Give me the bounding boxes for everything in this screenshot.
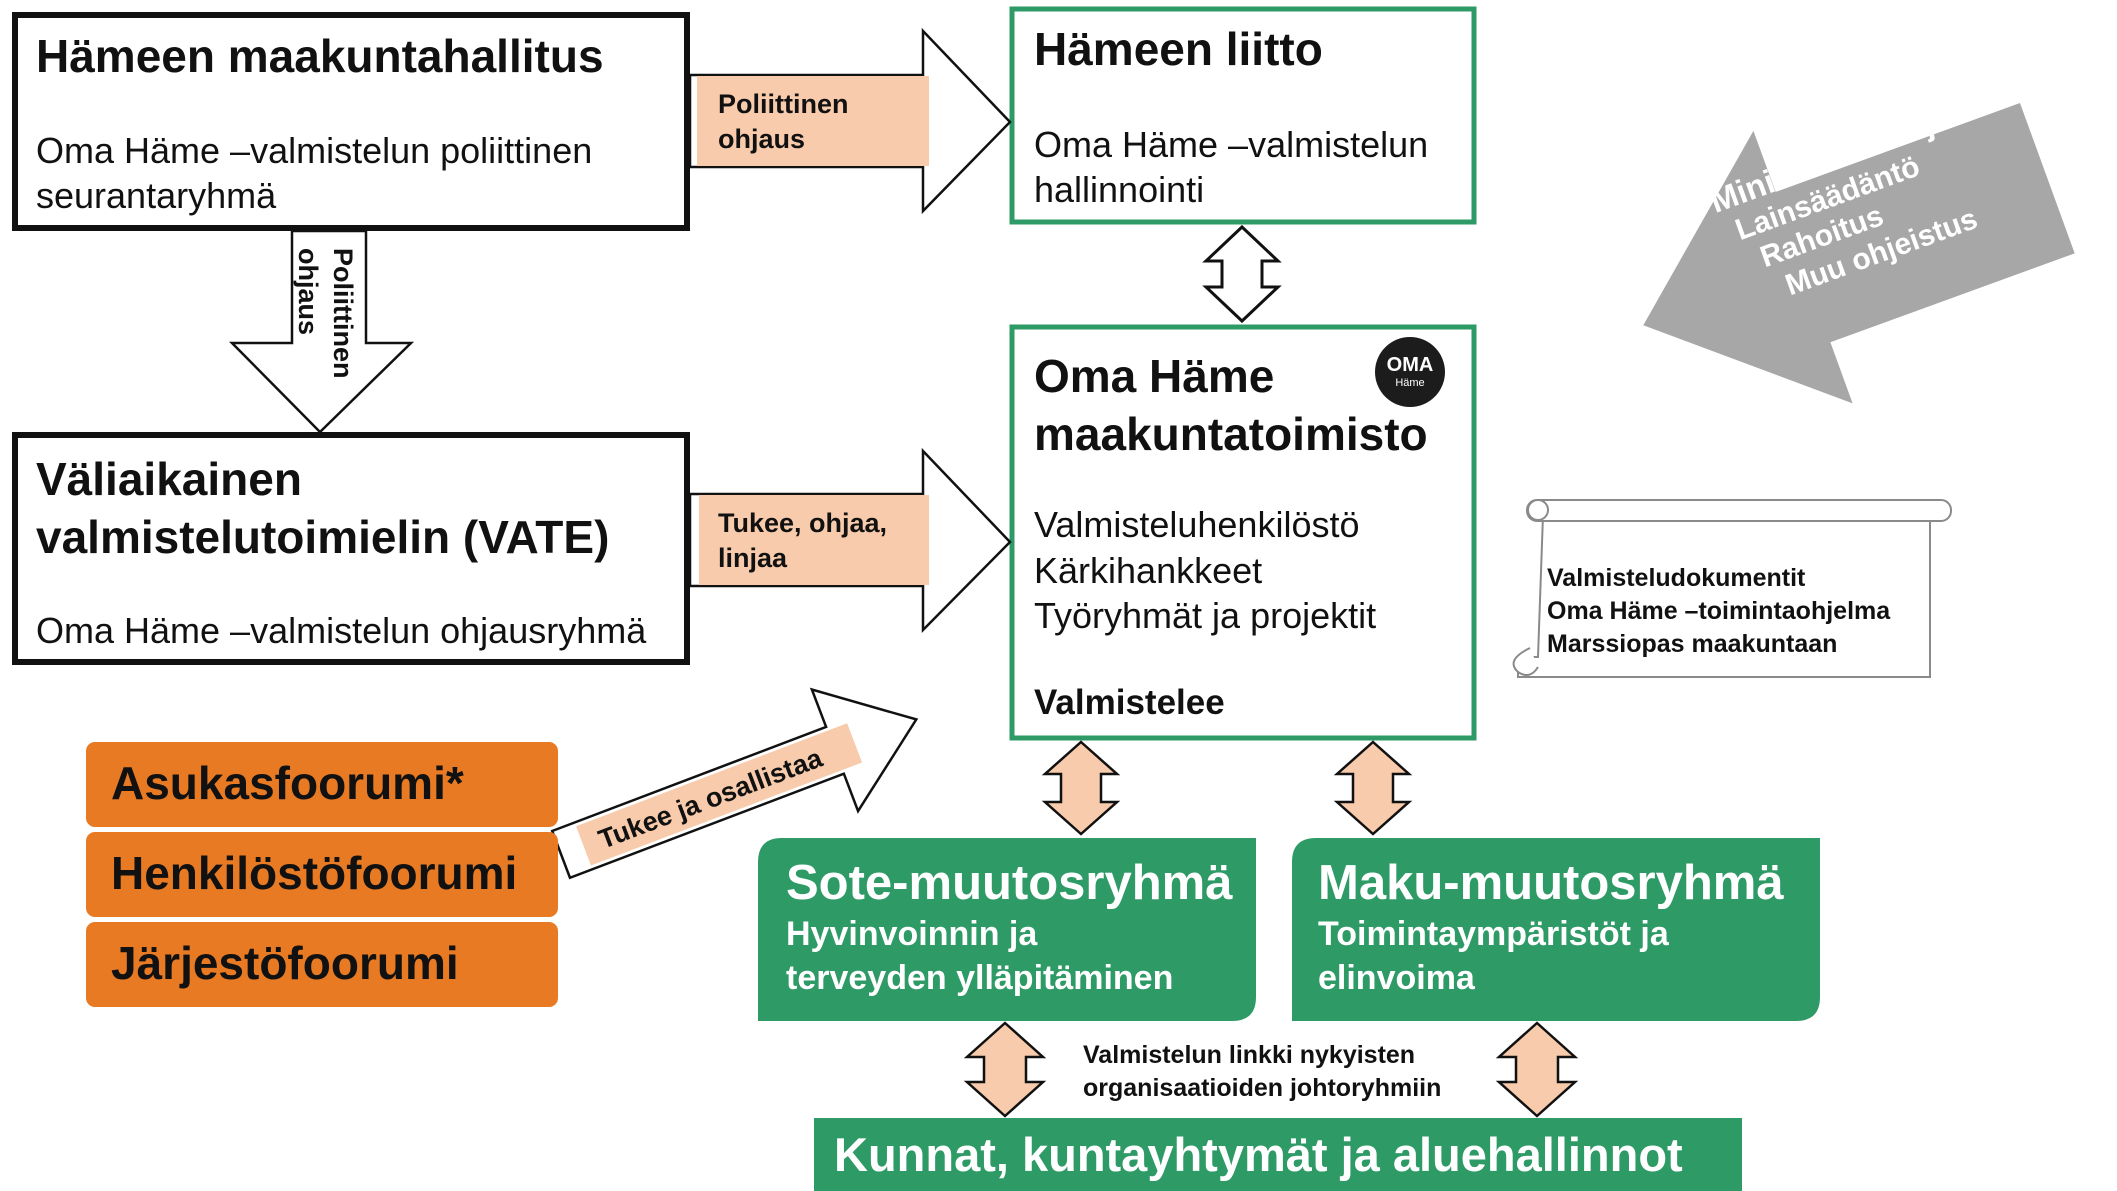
hameen-maakuntahallitus-desc: Oma Häme –valmistelun poliittinen seuran… <box>36 128 592 219</box>
maakuntatoimisto-title: Oma Häme maakuntatoimisto <box>1034 347 1428 464</box>
maku-kunnat-double-arrow <box>1495 1021 1579 1118</box>
kunnat-title: Kunnat, kuntayhtymät ja aluehallinnot <box>834 1128 1683 1181</box>
jarjestofoorumi-label: Järjestöfoorumi <box>111 937 459 989</box>
hameen-liitto-box <box>1009 6 1477 225</box>
sote-title: Sote-muutosryhmä <box>786 856 1233 910</box>
poliittinen-ohjaus-down-label: Poliittinen ohjaus <box>290 248 360 379</box>
poliittinen-ohjaus-label-line: Poliittinen <box>718 89 849 119</box>
scroll-line: Oma Häme –toimintaohjelma <box>1547 597 1891 625</box>
maakuntatoimisto-footer: Valmistelee <box>1034 683 1225 722</box>
tukee-ohjaa-linjaa-label-line: linjaa <box>718 543 788 574</box>
tukee-ohjaa-linjaa-label: Tukee, ohjaa, linjaa <box>718 506 887 576</box>
poliittinen-ohjaus-label-bg <box>697 76 929 166</box>
oma-hame-logo-sub: Häme <box>1395 377 1425 389</box>
sote-sub-line: Hyvinvoinnin ja <box>786 915 1038 953</box>
poliittinen-ohjaus-label-line: ohjaus <box>718 124 806 155</box>
hameen-maakuntahallitus-title: Hämeen maakuntahallitus <box>36 30 604 82</box>
scroll-line: Valmisteludokumentit <box>1547 564 1806 592</box>
oma-hame-logo <box>1375 337 1445 407</box>
hameen-liitto-desc-line: Oma Häme –valmistelun <box>1034 124 1429 165</box>
scroll-shape <box>1512 499 1952 678</box>
hameen-maakuntahallitus-desc-line: Oma Häme –valmistelun poliittinen <box>36 130 593 171</box>
scroll-line: Marssiopas maakuntaan <box>1547 630 1838 658</box>
tukee-ohjaa-linjaa-label-line: Tukee, ohjaa, <box>718 508 888 538</box>
vate-title-line: valmistelutoimielin (VATE) <box>36 511 610 564</box>
maku-sub-line: elinvoima <box>1318 959 1475 998</box>
maakuntatoimisto-items: Valmisteluhenkilöstö Kärkihankkeet Työry… <box>1034 502 1376 639</box>
maakuntatoimisto-title-line: Oma Häme <box>1034 350 1275 402</box>
vate-title-line: Väliaikainen <box>36 453 302 505</box>
toimisto-sote-double-arrow <box>1041 740 1121 836</box>
tukee-ohjaa-linjaa-label-bg <box>699 495 929 585</box>
link-note-line: organisaatioiden johtoryhmiin <box>1083 1074 1442 1102</box>
vate-desc: Oma Häme –valmistelun ohjausryhmä <box>36 610 647 651</box>
asukasfoorumi-box <box>86 742 558 827</box>
liitto-toimisto-double-arrow <box>1202 224 1282 324</box>
poliittinen-ohjaus-down-label-line: Poliittinen <box>328 248 358 379</box>
scroll-text: Valmisteludokumentit Oma Häme –toimintao… <box>1547 562 1890 661</box>
maakuntatoimisto-title-line: maakuntatoimisto <box>1034 408 1428 461</box>
jarjestofoorumi-box <box>86 922 558 1007</box>
poliittinen-ohjaus-down-label-line: ohjaus <box>292 248 323 336</box>
maku-title: Maku-muutosryhmä <box>1318 856 1784 910</box>
sote-sub-line: terveyden ylläpitäminen <box>786 959 1174 998</box>
vate-title: Väliaikainen valmistelutoimielin (VATE) <box>36 450 609 567</box>
maku-muutosryhma-box <box>1292 838 1820 1021</box>
hameen-maakuntahallitus-desc-line: seurantaryhmä <box>36 175 277 217</box>
maakuntatoimisto-item: Kärkihankkeet <box>1034 549 1263 591</box>
henkilostofoorumi-box <box>86 832 558 917</box>
oma-hame-logo-main: OMA <box>1386 354 1434 376</box>
poliittinen-ohjaus-label: Poliittinen ohjaus <box>718 87 849 157</box>
henkilostofoorumi-label: Henkilöstöfoorumi <box>111 847 518 899</box>
hameen-liitto-desc-line: hallinnointi <box>1034 169 1205 211</box>
maku-sub-line: Toimintaympäristöt ja <box>1318 915 1669 953</box>
link-note: Valmistelun linkki nykyisten organisaati… <box>1083 1039 1441 1105</box>
sote-kunnat-double-arrow <box>963 1021 1047 1118</box>
kunnat-box <box>814 1118 1742 1191</box>
ministerio-arrow <box>1643 103 2075 404</box>
tukee-ja-osallistaa-label-bg <box>576 723 863 866</box>
maakuntatoimisto-item: Valmisteluhenkilöstö <box>1034 504 1360 545</box>
maku-sub: Toimintaympäristöt ja elinvoima <box>1318 912 1669 1000</box>
link-note-line: Valmistelun linkki nykyisten <box>1083 1041 1416 1069</box>
asukasfoorumi-label: Asukasfoorumi* <box>111 757 464 809</box>
sote-muutosryhma-box <box>758 838 1256 1021</box>
hameen-liitto-desc: Oma Häme –valmistelun hallinnointi <box>1034 122 1428 213</box>
sote-sub: Hyvinvoinnin ja terveyden ylläpitäminen <box>786 912 1173 1000</box>
hameen-liitto-title: Hämeen liitto <box>1034 23 1323 75</box>
vate-box <box>12 432 690 665</box>
poliittinen-ohjaus-down-arrow <box>229 229 415 434</box>
hameen-maakuntahallitus-box <box>12 12 690 231</box>
toimisto-maku-double-arrow <box>1333 740 1413 836</box>
maakuntatoimisto-item: Työryhmät ja projektit <box>1034 595 1377 637</box>
